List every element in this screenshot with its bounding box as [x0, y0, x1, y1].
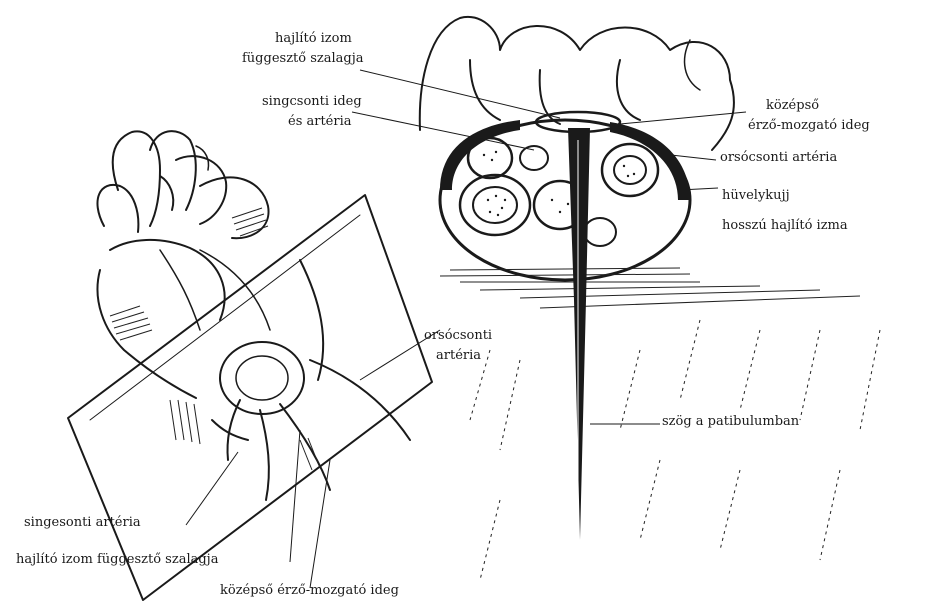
label-singcsonti-ideg-line2: és artéria — [288, 114, 352, 130]
label-huvelykujj-line2: hosszú hajlító izma — [722, 218, 848, 234]
palm-crease-1 — [160, 250, 200, 330]
leader-singesonti-bottom — [186, 452, 238, 525]
nail-shaft — [568, 128, 590, 540]
palm-thumb-pad — [110, 240, 225, 320]
wrist-loop-inner — [236, 356, 288, 400]
bone-4-inner — [614, 156, 646, 184]
tendon-3 — [310, 360, 410, 440]
label-hajlito-izom-top-line2: függesztő szalagja — [242, 51, 364, 67]
label-orsocsonti-arteria-right: orsócsonti artéria — [720, 150, 837, 166]
label-kozepso-line2: érző-mozgató ideg — [748, 118, 870, 134]
label-singcsonti-ideg-line1: singcsonti ideg — [262, 94, 362, 110]
wrist-loop — [220, 342, 304, 414]
finger-crease-1 — [160, 176, 173, 210]
tendon-4 — [260, 410, 269, 500]
bone-1 — [460, 175, 530, 235]
fist-crease-1 — [470, 60, 500, 120]
finger-5 — [97, 185, 138, 232]
leader-hajlito-top — [360, 70, 560, 118]
tendon-1 — [228, 400, 241, 460]
label-huvelykujj-line1: hüvelykujj — [722, 188, 790, 204]
label-szog: szög a patibulumban — [662, 414, 799, 430]
bone-4 — [602, 144, 658, 196]
label-hajlito-izom-bottom: hajlító izom függesztő szalagja — [16, 552, 218, 568]
leader-hajlito-bottom — [290, 430, 300, 562]
bone-1-inner — [473, 187, 517, 223]
palm-right-edge — [300, 260, 323, 380]
label-singesonti-arteria-bottom: singesonti artéria — [24, 515, 141, 531]
finger-3 — [176, 156, 226, 224]
label-hajlito-izom-top-line1: hajlító izom — [275, 31, 352, 47]
thumb-shading — [110, 306, 152, 340]
leader-kozepso-bottom — [310, 460, 330, 588]
tendon-section — [584, 218, 616, 246]
label-kozepso-bottom: középső érző-mozgató ideg — [220, 583, 399, 599]
section-dark-rim-left — [440, 120, 520, 190]
label-kozepso-line1: középső — [766, 98, 819, 114]
label-orsocsonti-mid-line1: orsócsonti — [424, 328, 492, 344]
fist-crease-3 — [617, 60, 640, 120]
leader-kozepso — [620, 112, 746, 124]
finger-shading — [232, 208, 268, 236]
bone-texture — [483, 151, 635, 216]
fist-crease-4 — [685, 40, 700, 90]
ground-shading — [440, 268, 860, 308]
label-orsocsonti-mid-line2: artéria — [436, 348, 481, 364]
wood-hatching — [470, 320, 880, 580]
